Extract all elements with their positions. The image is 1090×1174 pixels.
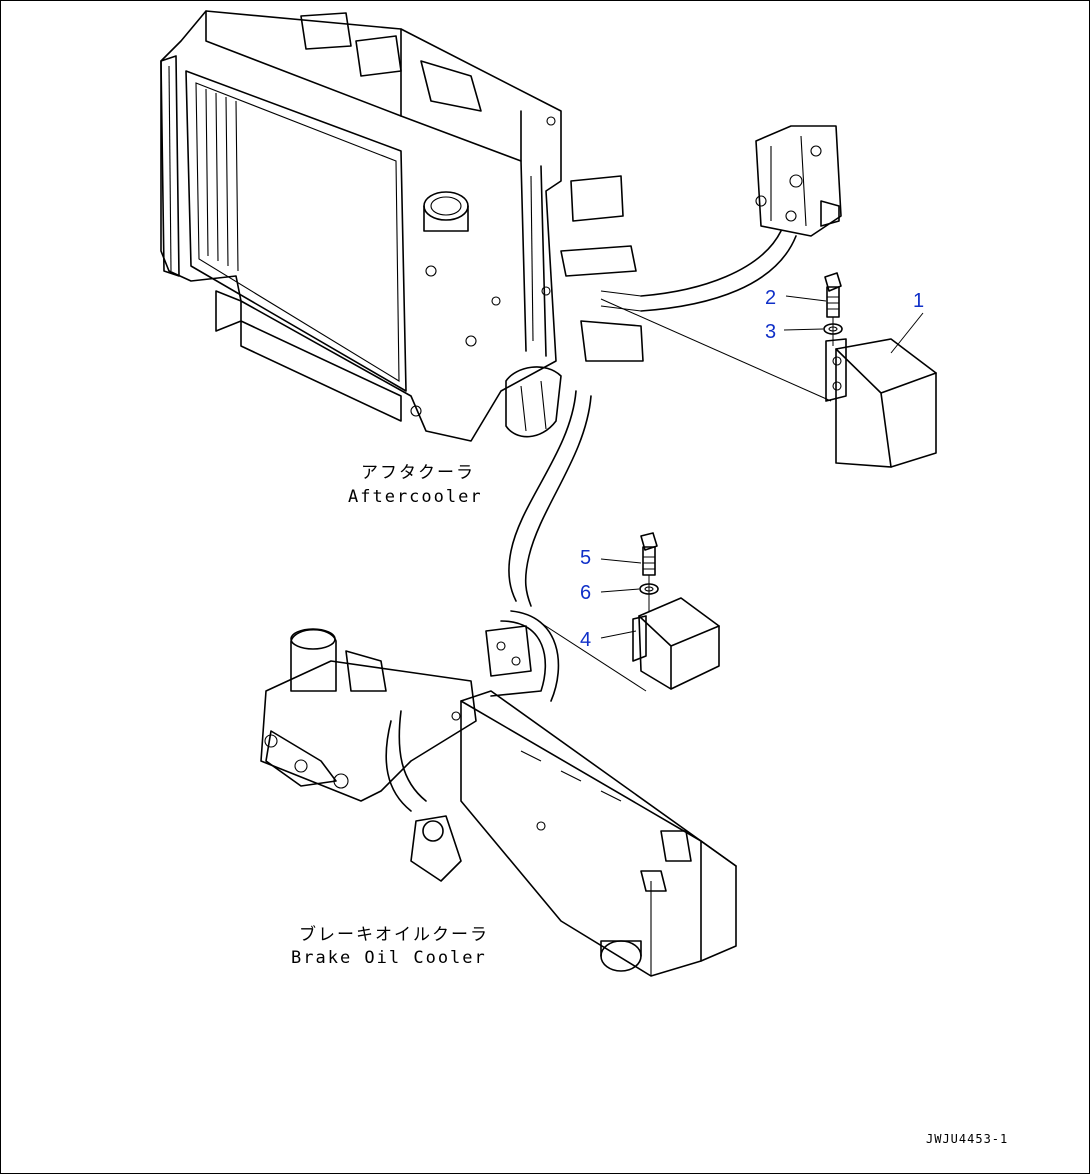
aftercooler-label-en: Aftercooler (348, 487, 483, 507)
part-1-cover (825, 338, 937, 468)
brake-oil-cooler-label-jp: ブレーキオイルクーラ (299, 924, 489, 945)
aftercooler-drawing (160, 10, 644, 442)
brake-oil-cooler-label-en: Brake Oil Cooler (291, 948, 487, 968)
middle-hose (508, 390, 592, 607)
part-2-bolt (824, 272, 842, 318)
callout-3: 3 (765, 321, 776, 343)
part-5-bolt (640, 532, 658, 576)
callout-2: 2 (765, 287, 776, 309)
callout-6: 6 (580, 582, 591, 604)
upper-hose (600, 230, 797, 312)
part-4-cover (632, 597, 720, 690)
document-id: JWJU4453-1 (926, 1132, 1008, 1146)
brake-oil-cooler-drawing (260, 610, 737, 977)
callout-4: 4 (580, 629, 591, 651)
callout-1: 1 (913, 290, 924, 312)
callout-5: 5 (580, 547, 591, 569)
leader-lines (600, 295, 924, 639)
alignment-lines (540, 298, 834, 692)
aftercooler-label-jp: アフタクーラ (361, 463, 475, 483)
upper-fitting-drawing (755, 125, 842, 237)
